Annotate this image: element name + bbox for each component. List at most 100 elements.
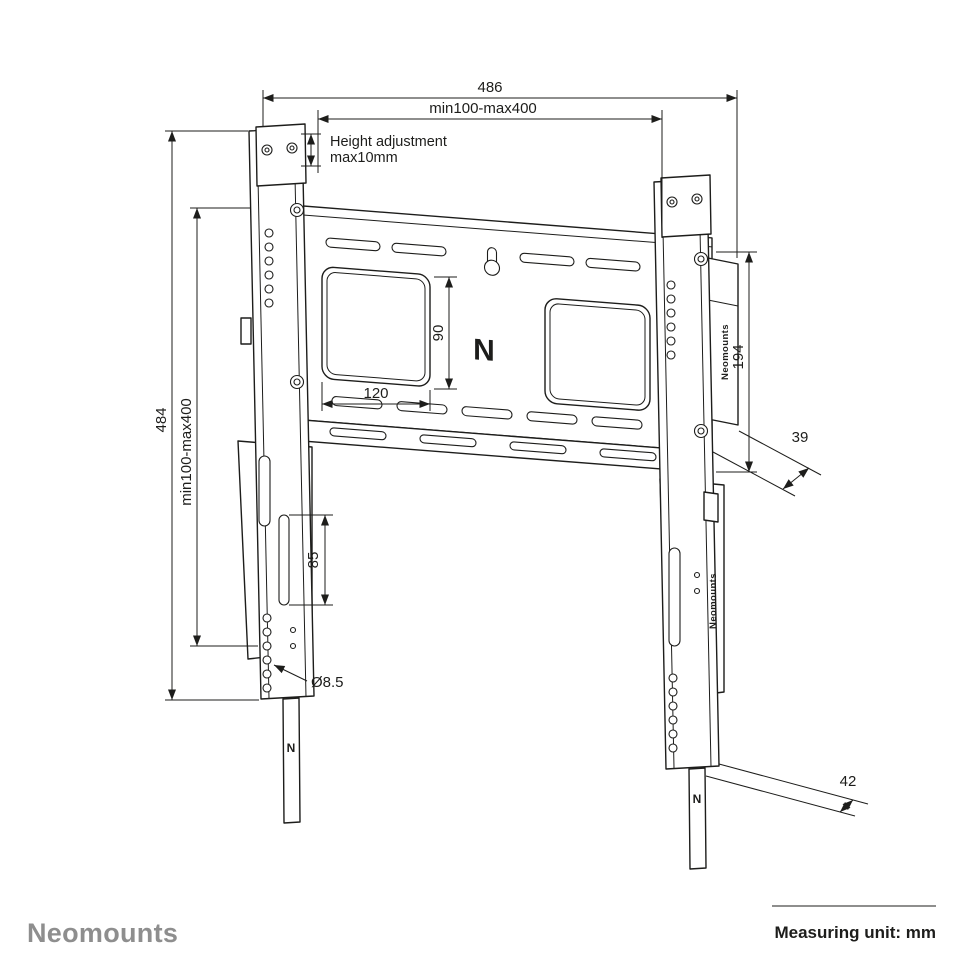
left-rail-lower-holes (262, 613, 272, 693)
left-rail-upper-holes (264, 228, 274, 308)
right-rail-upper-holes (666, 280, 676, 360)
hole (262, 683, 272, 693)
left-rail-top-slider (255, 123, 307, 187)
dimension-bracket-length: 194 (716, 251, 757, 473)
bar-slot (509, 441, 567, 455)
hole (262, 669, 272, 679)
left-rail-side-tab (240, 317, 252, 345)
mounting-slot (461, 406, 513, 420)
mounting-slot (591, 416, 643, 430)
height-adjustment-label-line2: max10mm (330, 150, 398, 166)
mounting-slot (325, 237, 381, 252)
dimension-vesa-height: min100-max400 (178, 207, 258, 647)
plate-opening-left (321, 266, 431, 387)
dim-label-opening-height: 90 (430, 325, 447, 342)
right-rail-inner-edge (661, 180, 675, 769)
dim-label-opening-width: 120 (363, 385, 388, 402)
dimension-opening-height: 90 (430, 276, 457, 390)
dimension-total-width: 486 (262, 79, 738, 258)
hole (264, 242, 274, 252)
dim-label-slot-length: 85 (305, 552, 322, 569)
screw-center (289, 145, 295, 151)
annotation-height-adjustment: Height adjustment max10mm (301, 133, 447, 167)
dimension-depth-upper: 39 (712, 429, 822, 497)
hole (668, 729, 678, 739)
screw-center (694, 196, 700, 202)
right-rail-inner-edge (698, 179, 712, 768)
keyhole-circle (483, 259, 501, 276)
hole (668, 701, 678, 711)
dimension-opening-width: 120 (321, 382, 431, 411)
rail-brand-text-lower: Neomounts (708, 573, 719, 629)
mounting-slot (519, 252, 575, 267)
right-rail-lower-holes (668, 673, 678, 753)
dimension-slot-length: 85 (289, 514, 333, 606)
dimension-depth-lower: 42 (705, 763, 869, 817)
screw-center (669, 199, 675, 205)
bar-slot (419, 434, 477, 448)
hole (264, 256, 274, 266)
plate-opening-left-inner (326, 272, 426, 382)
screw-center (264, 147, 270, 153)
right-rail: N (653, 174, 720, 870)
dim-label-hole-diameter: Ø8.5 (311, 674, 344, 691)
dim-label-bracket-length: 194 (730, 344, 747, 369)
hole (668, 715, 678, 725)
hole (693, 571, 701, 579)
dim-label-depth-lower: 42 (840, 773, 857, 790)
bar-slot (599, 448, 657, 462)
hole (262, 613, 272, 623)
bolt-center (697, 427, 705, 435)
dim-label-vesa-height: min100-max400 (178, 398, 195, 506)
bolt-center (293, 206, 301, 214)
hole (666, 322, 676, 332)
left-rail-slot (258, 455, 271, 527)
height-adjustment-label-line1: Height adjustment (330, 134, 447, 150)
hole (264, 298, 274, 308)
hole (264, 284, 274, 294)
left-rail-slot-85 (278, 514, 290, 606)
bolt-center (293, 378, 301, 386)
dim-label-vesa-width: min100-max400 (429, 100, 537, 117)
hole (668, 673, 678, 683)
hole (668, 687, 678, 697)
hole (262, 655, 272, 665)
mounting-slot (526, 411, 578, 425)
plate-opening-right (544, 298, 651, 411)
right-rail-bottom-strip (688, 767, 707, 870)
hole (693, 587, 701, 595)
dim-label-total-height: 484 (153, 407, 170, 432)
n-logo-icon: N (287, 741, 296, 755)
dim-label-total-width: 486 (477, 79, 502, 96)
hole (666, 294, 676, 304)
right-hook-notch-line (707, 299, 739, 307)
right-rail-lower-hook (703, 491, 719, 523)
plate-opening-right-inner (549, 303, 646, 406)
neomounts-n-logo-icon: N (473, 333, 495, 368)
hole (262, 627, 272, 637)
hole (264, 228, 274, 238)
dim-label-depth-upper: 39 (792, 429, 809, 446)
n-logo-icon: N (693, 792, 702, 806)
rail-brand-text-upper: Neomounts (720, 324, 731, 380)
hole (666, 350, 676, 360)
left-rail-bottom-strip (282, 697, 301, 824)
dimension-vesa-width: min100-max400 (317, 100, 663, 238)
mounting-slot (391, 242, 447, 257)
right-rail-slot (668, 547, 681, 647)
left-rail-inner-edge (293, 128, 307, 698)
wall-plate: N (302, 205, 713, 474)
hole (666, 336, 676, 346)
bolt-center (697, 255, 705, 263)
left-rail-inner-edge (256, 130, 270, 699)
hole (666, 308, 676, 318)
hole (289, 626, 297, 634)
dimension-total-height: 484 (153, 130, 259, 701)
hole (668, 743, 678, 753)
measuring-unit-label: Measuring unit: mm (774, 923, 936, 942)
mounting-slot (585, 257, 641, 272)
hole (289, 642, 297, 650)
brand-logo-text: Neomounts (27, 918, 178, 948)
